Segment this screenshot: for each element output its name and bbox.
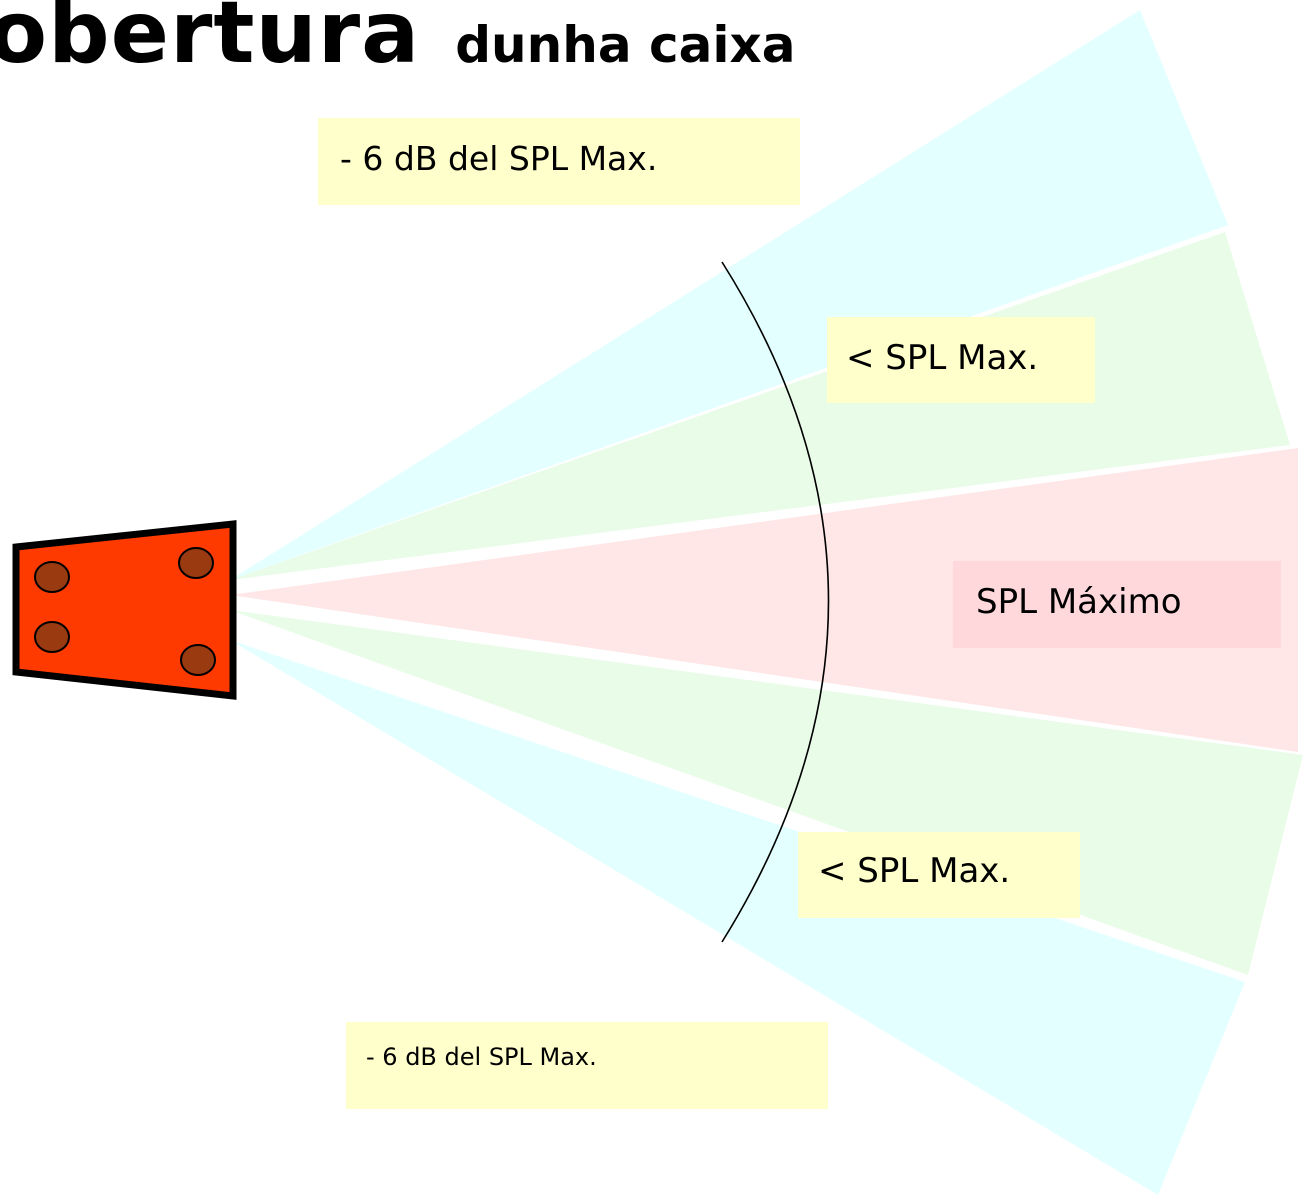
label-bottom-inner: < SPL Max. [818, 851, 1010, 891]
speaker-icon [12, 520, 237, 700]
speaker-driver [34, 621, 70, 653]
label-box-bottom-outer [346, 1022, 828, 1109]
coverage-zone-outer-top [230, 10, 1228, 580]
label-top-inner: < SPL Max. [846, 338, 1038, 378]
label-center: SPL Máximo [976, 582, 1182, 622]
title-sub: dunha caixa [455, 16, 795, 74]
speaker-driver [178, 547, 214, 579]
speaker-driver [180, 644, 216, 676]
spl-boundary-arc [721, 261, 830, 943]
speaker-driver [34, 561, 70, 593]
label-box-center [953, 561, 1281, 648]
label-box-top-inner [827, 317, 1095, 403]
title-main: obertura [0, 0, 420, 83]
label-top-outer: - 6 dB del SPL Max. [340, 139, 657, 178]
label-box-top-outer [318, 118, 800, 205]
coverage-zone-center [230, 448, 1298, 752]
label-box-bottom-inner [798, 832, 1080, 918]
label-bottom-outer: - 6 dB del SPL Max. [366, 1043, 597, 1071]
page-title: obertura dunha caixa [0, 0, 796, 83]
